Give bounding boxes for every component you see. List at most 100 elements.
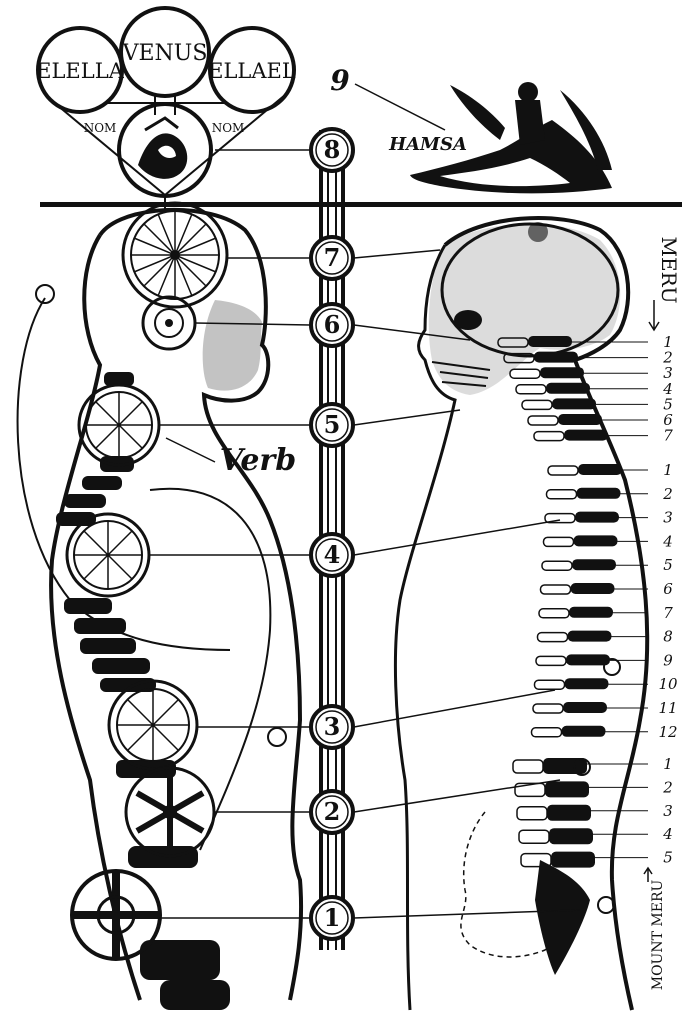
vertebra-number: 2 [662, 778, 673, 796]
vertebra-body [534, 432, 564, 441]
root-chakra [72, 871, 160, 959]
column-node-7: 7 [311, 237, 353, 279]
column-node-label: 1 [324, 903, 341, 932]
elella-label: ELELLA [36, 59, 124, 83]
vertebra-number: 3 [663, 509, 673, 527]
vertebra-body [510, 369, 540, 378]
vertebra-number: 4 [662, 825, 673, 843]
ellael-label: ELLAEL [208, 59, 296, 83]
connector-line [354, 410, 460, 425]
small-orb-top [36, 285, 54, 303]
vertebra [578, 464, 622, 475]
column-node-label: 7 [324, 243, 341, 272]
vertebra-body [528, 416, 558, 425]
vertebra-number: 4 [662, 532, 673, 550]
throat-chakra [79, 385, 159, 465]
vertebra-number: 5 [663, 849, 673, 867]
vertebra-body [532, 728, 562, 737]
vertebra [528, 336, 572, 347]
vertebra [568, 631, 612, 642]
vertebra [558, 414, 602, 425]
vertebra [540, 367, 584, 378]
vertebra-body [538, 633, 568, 642]
vertebra-number: 2 [662, 485, 673, 503]
vertebra [552, 398, 596, 409]
column-node-6: 6 [311, 304, 353, 346]
column-node-3: 3 [311, 706, 353, 748]
hamsa-label: HAMSA [388, 134, 467, 155]
column-node-label: 2 [324, 797, 341, 826]
connector-line [354, 250, 440, 258]
vertebra-number: 3 [663, 802, 673, 820]
column-node-label: 4 [324, 540, 341, 569]
top-triad: ELELLA VENUS ELLAEL NOM NOM [36, 8, 296, 210]
vertebra [565, 678, 609, 689]
vertebra-number: 1 [663, 461, 673, 479]
column-node-label: 3 [324, 712, 341, 741]
vertebra-body [548, 466, 578, 475]
column-node-5: 5 [311, 404, 353, 446]
vertebra [566, 654, 610, 665]
vertebra-body [535, 680, 565, 689]
heart-chakra [67, 514, 149, 596]
vertebra-body [517, 807, 547, 820]
vertebra-number: 6 [663, 580, 673, 598]
orb-t10 [604, 659, 620, 675]
vertebra [574, 535, 618, 546]
nom-left-label: NOM [84, 121, 117, 135]
vertebra-body [533, 704, 563, 713]
nom-right-label: NOM [212, 121, 245, 135]
vertebra-number: 8 [663, 628, 673, 646]
brow-chakra [143, 297, 195, 349]
horizon-line [40, 202, 682, 207]
column-node-label: 6 [324, 310, 341, 339]
vertebra-number: 7 [663, 604, 673, 622]
vertebra [569, 607, 613, 618]
vertebra-body [541, 585, 571, 594]
eye-socket [454, 310, 482, 330]
vertebra [545, 781, 589, 797]
vertebra [572, 559, 616, 570]
vertebra-body [544, 537, 574, 546]
column-nodes: 8 7 6 5 4 3 2 1 [311, 129, 353, 939]
vertebra [551, 852, 595, 868]
vertebra [543, 758, 587, 774]
vertebra-body [547, 490, 577, 499]
crown-gland [528, 222, 548, 242]
vertebra [534, 352, 578, 363]
vertebra-number: 1 [663, 755, 673, 773]
venus-label: VENUS [122, 41, 208, 66]
vertebra-number: 9 [663, 651, 673, 669]
vertebra [571, 583, 615, 594]
right-figure [395, 218, 647, 1010]
vertebra [575, 512, 619, 523]
bird-icon [138, 118, 187, 179]
verb-label: Verb [220, 443, 296, 478]
label-9: 9 [330, 64, 349, 97]
orb-coccyx [598, 897, 614, 913]
vertebra-body [519, 830, 549, 843]
column-node-8: 8 [311, 129, 353, 171]
vertebra-body [516, 385, 546, 394]
vertebra-body [536, 656, 566, 665]
vertebra-body [539, 609, 569, 618]
sacrum [535, 860, 590, 975]
connector-line [354, 520, 560, 555]
connector-line [354, 690, 555, 727]
column-node-label: 8 [324, 135, 341, 164]
meru-label: MERU [657, 237, 681, 304]
face-shading [203, 300, 262, 391]
sacral-chakra [126, 768, 214, 856]
vertebra [564, 430, 608, 441]
mount-meru-label: MOUNT MERU [650, 880, 666, 991]
vertebra-number: 10 [658, 675, 678, 693]
column-node-1: 1 [311, 897, 353, 939]
vertebra-body [513, 760, 543, 773]
vertebra [577, 488, 621, 499]
vertebra [546, 383, 590, 394]
small-orb-mid [268, 728, 286, 746]
column-node-label: 5 [324, 410, 341, 439]
solar-plexus-chakra [109, 681, 197, 769]
